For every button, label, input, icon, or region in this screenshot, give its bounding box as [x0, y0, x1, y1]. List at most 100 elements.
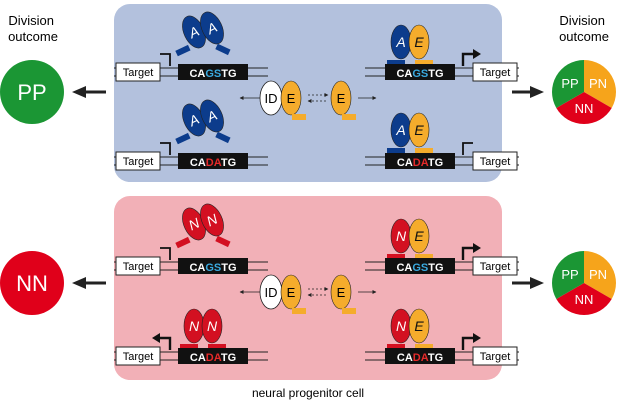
top-middle-e-label-bound: E — [287, 91, 296, 106]
motif-suffix: TG — [428, 262, 443, 274]
float-left-factor: A — [182, 103, 206, 137]
left-heading-line-1: Division — [8, 13, 54, 28]
factor-body — [200, 203, 224, 237]
outcome-pie-top: PP PN NN — [552, 60, 616, 124]
motif-label: CAGSTG — [189, 262, 236, 274]
motif-prefix: CA — [396, 68, 412, 80]
outcome-pp-left: PP — [0, 60, 64, 124]
outcome-pp-label: PP — [17, 80, 46, 105]
target-box — [472, 62, 518, 82]
target-label: Target — [123, 351, 154, 363]
factor-label: E — [414, 228, 424, 244]
dimer-left-base — [180, 344, 198, 350]
float-left-factor: N — [182, 207, 206, 241]
motif-core: GS — [412, 262, 428, 274]
float-right-base — [215, 43, 231, 56]
promoter-off — [160, 142, 171, 155]
target-label: Target — [480, 351, 511, 363]
right-heading-line-1: Division — [559, 13, 605, 28]
bottom-middle-e-label-free: E — [337, 285, 346, 300]
promoter-off — [160, 53, 171, 66]
motif-label: CADATG — [397, 352, 443, 364]
motif-label: CADATG — [397, 157, 443, 169]
outcome-pie-bottom: PP PN NN — [552, 251, 616, 315]
motif-prefix: CA — [396, 262, 412, 274]
promoter-arrowhead — [473, 333, 481, 343]
outcome-nn-label: NN — [16, 271, 48, 296]
bottom-middle-e-factor-bound — [280, 274, 302, 310]
motif-prefix: CA — [397, 352, 413, 364]
motif-prefix: CA — [397, 157, 413, 169]
float-right-base — [215, 235, 231, 248]
motif-suffix: TG — [428, 157, 443, 169]
dimer-right-base — [415, 344, 433, 350]
promoter-arrow — [461, 246, 475, 260]
top-middle-e-factor-free — [330, 80, 352, 116]
motif-box — [385, 258, 455, 274]
right-heading-line-2: outcome — [559, 29, 609, 44]
motif-label: CAGSTG — [396, 68, 443, 80]
motif-prefix: CA — [189, 262, 205, 274]
dimer-left-factor: N — [390, 218, 412, 254]
factor-body — [200, 11, 224, 45]
factor-body — [201, 308, 223, 344]
outcome-nn-left: NN — [0, 251, 64, 315]
factor-label: E — [414, 318, 424, 334]
outcome-arrows — [72, 86, 544, 289]
dimer-left-base — [387, 60, 405, 66]
factor-label: A — [395, 122, 405, 138]
dimer-left-base — [387, 254, 405, 260]
motif-core: DA — [206, 157, 222, 169]
factor-body — [200, 99, 224, 133]
target-label: Target — [480, 261, 511, 273]
left-heading-line-2: outcome — [8, 29, 58, 44]
target-box — [115, 151, 161, 171]
target-label: Target — [480, 156, 511, 168]
target-label: Target — [123, 156, 154, 168]
target-label: Target — [123, 67, 154, 79]
target-box — [472, 151, 518, 171]
right-heading: Division outcome — [559, 13, 609, 44]
motif-suffix: TG — [428, 68, 443, 80]
dimer-right-factor: E — [408, 218, 430, 254]
bottom-middle-e-factor-free — [330, 274, 352, 310]
motif-suffix: TG — [221, 352, 236, 364]
top-middle-id-label: ID — [265, 91, 278, 106]
dimer-left-factor: N — [390, 308, 412, 344]
factor-label: N — [396, 318, 407, 334]
pie-top-pn-label: PN — [589, 76, 607, 91]
dimer-right-base — [415, 254, 433, 260]
dimer-right-factor: E — [408, 24, 430, 60]
dimer-right-base — [415, 148, 433, 154]
promoter-arrow — [158, 336, 172, 350]
motif-core: DA — [413, 352, 429, 364]
top-right-dna-da: CADATG Target — [365, 142, 519, 171]
factor-label: N — [189, 318, 200, 334]
motif-box — [178, 258, 248, 274]
target-box — [472, 256, 518, 276]
bottom-middle-e-base-free — [342, 308, 356, 314]
bottom-middle-e-label-bound: E — [287, 285, 296, 300]
motif-suffix: TG — [221, 262, 236, 274]
top-left-dna-da: CADATG Target — [114, 142, 268, 171]
left-heading: Division outcome — [8, 13, 58, 44]
motif-core: GS — [412, 68, 428, 80]
bottom-right-dna-gs: CAGSTG Target — [365, 243, 519, 276]
motif-core: DA — [206, 352, 222, 364]
motif-label: CAGSTG — [396, 262, 443, 274]
motif-box — [178, 348, 248, 364]
target-label: Target — [123, 261, 154, 273]
motif-box — [178, 153, 248, 169]
motif-label: CADATG — [190, 157, 236, 169]
dimer-left-factor: A — [390, 112, 412, 148]
float-right-factor: N — [200, 203, 224, 237]
pie-top-nn-label: NN — [575, 101, 594, 116]
factor-label: A — [395, 34, 405, 50]
pie-bottom-pp-label: PP — [561, 267, 578, 282]
bottom-left-dna-gs: CAGSTG Target — [114, 247, 268, 276]
caption: neural progenitor cell — [252, 386, 364, 400]
factor-label: E — [414, 122, 424, 138]
